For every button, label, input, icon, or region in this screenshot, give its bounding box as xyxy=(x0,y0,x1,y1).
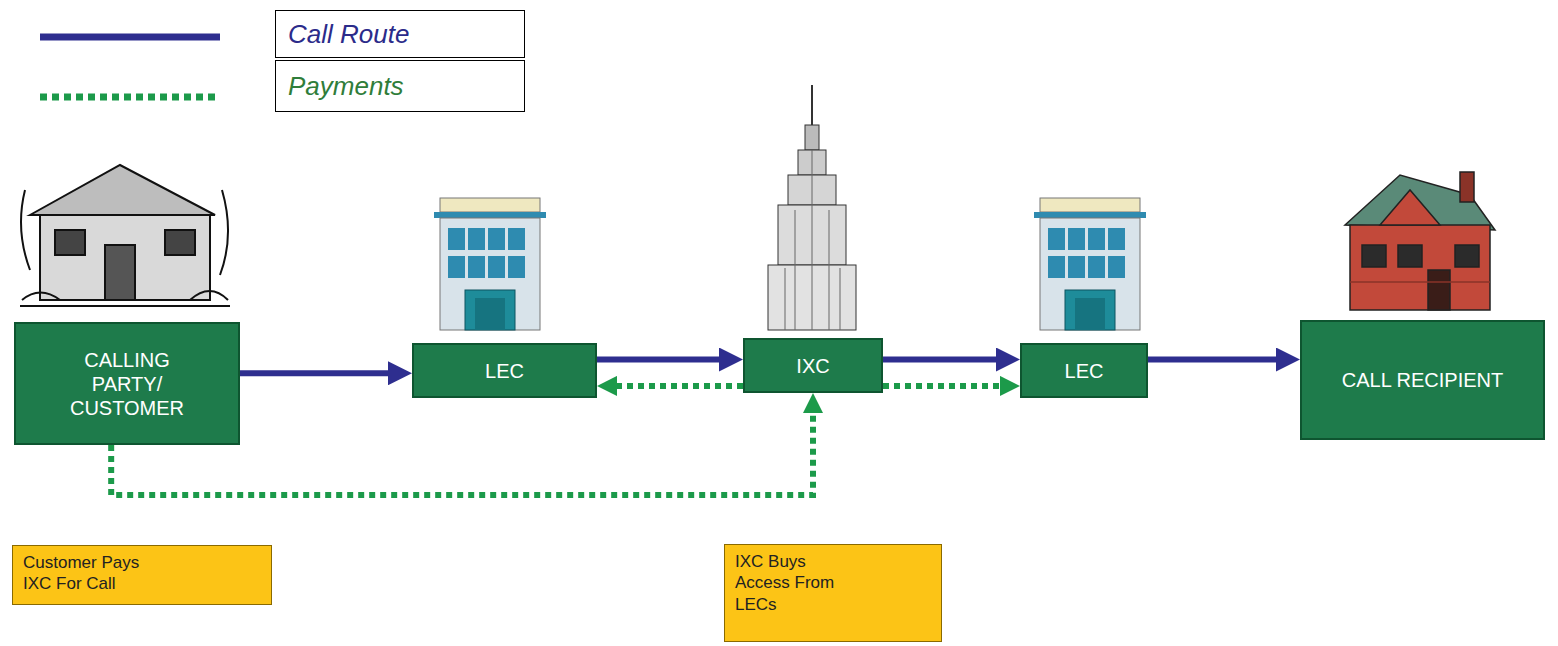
carrier-box: LEC xyxy=(412,343,597,398)
legend-sample xyxy=(40,34,220,41)
customer-house xyxy=(20,165,230,306)
call-route-arrow xyxy=(240,370,388,376)
legend-label: Call Route xyxy=(288,19,409,50)
call-route-arrow xyxy=(597,357,719,363)
legend-entry: Payments xyxy=(275,60,525,112)
box-label: IXC xyxy=(796,354,829,378)
box-label: CALL RECIPIENT xyxy=(1342,368,1504,392)
note-box: Customer Pays IXC For Call xyxy=(12,545,272,605)
call-route-arrow xyxy=(1148,357,1276,363)
box-label: LEC xyxy=(485,359,524,383)
note-box: IXC Buys Access From LECs xyxy=(724,544,942,642)
carrier-box: IXC xyxy=(743,338,883,393)
box-label: IXC Buys Access From LECs xyxy=(735,551,847,615)
call-route-arrow xyxy=(883,357,996,363)
party-box: CALL RECIPIENT xyxy=(1300,320,1545,440)
ixc-skyscraper xyxy=(768,85,856,330)
lec-building xyxy=(1034,198,1146,330)
legend-label: Payments xyxy=(288,71,404,102)
party-box: CALLING PARTY/ CUSTOMER xyxy=(14,322,240,445)
payment-arrow xyxy=(883,383,1000,389)
lec-building xyxy=(434,198,546,330)
box-label: CALLING PARTY/ CUSTOMER xyxy=(57,348,197,420)
payment-arrow xyxy=(617,383,743,389)
box-label: Customer Pays IXC For Call xyxy=(23,552,158,595)
box-label: LEC xyxy=(1065,359,1104,383)
legend-sample xyxy=(40,94,220,101)
recipient-house xyxy=(1345,172,1495,310)
carrier-box: LEC xyxy=(1020,343,1148,398)
legend-entry: Call Route xyxy=(275,10,525,58)
